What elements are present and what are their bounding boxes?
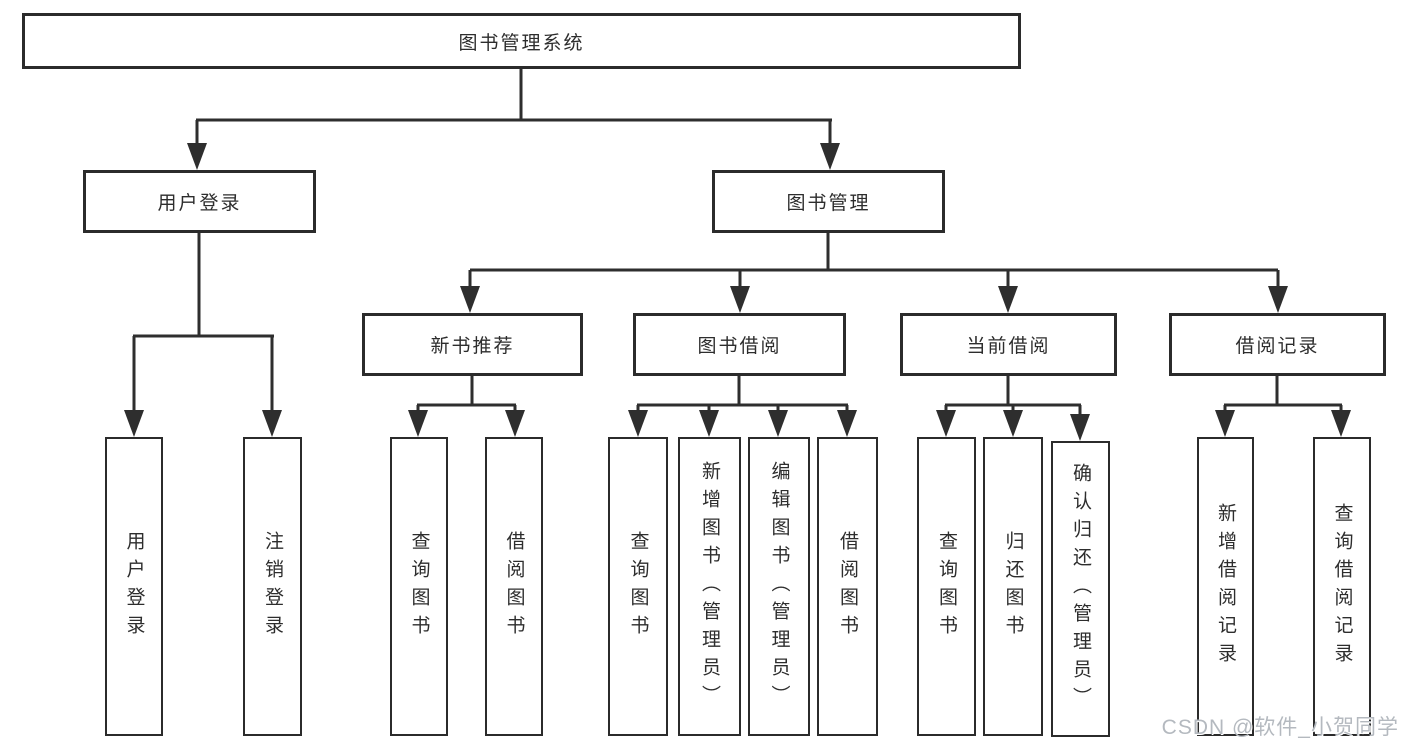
- node-new-book-recommend: 新书推荐: [362, 313, 583, 376]
- node-label: 归还图书: [1002, 530, 1024, 643]
- node-book-borrowing: 图书借阅: [633, 313, 846, 376]
- node-leaf-user-login: 用户登录: [105, 437, 163, 736]
- node-label: 查询图书: [408, 530, 430, 643]
- node-label: 用户登录: [157, 193, 242, 214]
- node-label: 新书推荐: [430, 336, 515, 357]
- watermark: CSDN @软件_小贺同学: [1161, 716, 1399, 739]
- node-label: 编辑图书（管理员）: [768, 460, 790, 713]
- node-label: 查询图书: [936, 530, 957, 643]
- node-label: 图书借阅: [697, 336, 782, 357]
- node-book-management: 图书管理: [712, 170, 945, 233]
- node-add-borrow-record: 新增借阅记录: [1197, 437, 1254, 736]
- node-leaf-logout: 注销登录: [243, 437, 302, 736]
- node-borrow-books-borrowing: 借阅图书: [817, 437, 878, 736]
- node-label: 用户登录: [123, 530, 145, 643]
- node-confirm-return-admin: 确认归还（管理员）: [1051, 441, 1110, 737]
- node-edit-books-admin: 编辑图书（管理员）: [748, 437, 810, 736]
- node-label: 当前借阅: [966, 336, 1051, 357]
- node-label: 注销登录: [262, 530, 283, 643]
- node-label: 图书管理: [786, 193, 871, 214]
- node-current-borrowing: 当前借阅: [900, 313, 1117, 376]
- node-label: 图书管理系统: [458, 32, 585, 54]
- node-return-books: 归还图书: [983, 437, 1043, 736]
- node-query-books-current: 查询图书: [917, 437, 976, 736]
- node-borrow-books-recommend: 借阅图书: [485, 437, 543, 736]
- node-query-books-recommend: 查询图书: [390, 437, 448, 736]
- node-label: 借阅记录: [1235, 336, 1320, 357]
- node-label: 借阅图书: [503, 530, 525, 643]
- node-root-library-system: 图书管理系统: [22, 13, 1021, 69]
- node-add-books-admin: 新增图书（管理员）: [678, 437, 741, 736]
- node-query-books-borrowing: 查询图书: [608, 437, 668, 736]
- node-borrowing-records: 借阅记录: [1169, 313, 1386, 376]
- node-label: 确认归还（管理员）: [1070, 463, 1091, 715]
- node-label: 查询借阅记录: [1331, 502, 1353, 671]
- node-label: 新增借阅记录: [1215, 502, 1236, 671]
- node-label: 查询图书: [627, 530, 649, 643]
- node-query-borrow-record: 查询借阅记录: [1313, 437, 1371, 736]
- node-user-login: 用户登录: [83, 170, 316, 233]
- node-label: 借阅图书: [837, 530, 858, 643]
- node-label: 新增图书（管理员）: [699, 460, 720, 713]
